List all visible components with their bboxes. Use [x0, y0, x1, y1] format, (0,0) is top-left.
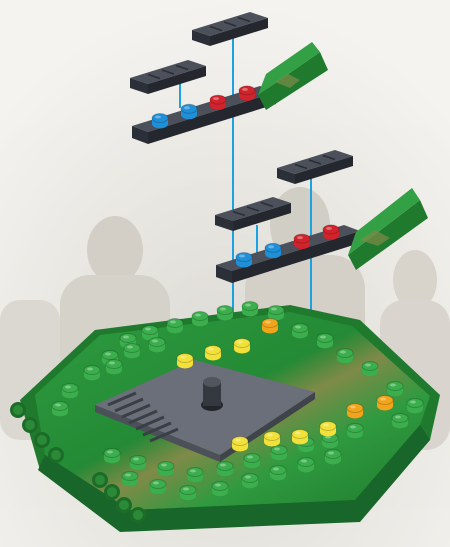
plate-stud	[236, 253, 252, 268]
green-stud	[150, 480, 166, 495]
green-stud	[158, 462, 174, 477]
center-peg	[201, 377, 223, 411]
yellow-stud	[232, 437, 248, 452]
plate-stud	[239, 86, 255, 101]
green-stud	[62, 384, 78, 399]
green-stud	[387, 382, 403, 397]
green-stud	[212, 482, 228, 497]
green-stud	[217, 462, 233, 477]
green-stud	[167, 319, 183, 334]
yellow-stud	[234, 339, 250, 354]
side-stud	[34, 432, 50, 448]
side-stud	[92, 472, 108, 488]
green-stud	[242, 302, 258, 317]
green-stud	[317, 334, 333, 349]
side-stud	[22, 417, 38, 433]
green-stud	[124, 344, 140, 359]
green-stud	[180, 486, 196, 501]
plate-stud	[210, 95, 226, 110]
green-stud	[122, 472, 138, 487]
orange-stud	[262, 319, 278, 334]
green-stud	[337, 349, 353, 364]
yellow-stud	[177, 354, 193, 369]
yellow-stud	[292, 430, 308, 445]
green-stud	[52, 402, 68, 417]
green-stud	[187, 468, 203, 483]
green-stud	[242, 474, 258, 489]
green-stud	[271, 446, 287, 461]
side-stud	[130, 507, 146, 523]
green-stud	[270, 466, 286, 481]
green-stud	[192, 312, 208, 327]
plate-stud	[265, 243, 281, 258]
yellow-stud	[264, 432, 280, 447]
green-stud	[292, 324, 308, 339]
orange-stud	[377, 396, 393, 411]
side-stud	[10, 402, 26, 418]
green-stud	[325, 450, 341, 465]
side-stud	[116, 497, 132, 513]
yellow-stud	[205, 346, 221, 361]
orange-stud	[347, 404, 363, 419]
green-stud	[298, 458, 314, 473]
plate-stud	[323, 225, 339, 240]
green-stud	[362, 362, 378, 377]
green-stud	[106, 360, 122, 375]
plate-stud	[181, 104, 197, 119]
plate-stud	[152, 114, 168, 129]
side-stud	[104, 484, 120, 500]
green-stud	[407, 399, 423, 414]
green-stud	[149, 338, 165, 353]
green-stud	[217, 306, 233, 321]
green-stud	[84, 366, 100, 381]
yellow-stud	[320, 422, 336, 437]
side-stud	[48, 447, 64, 463]
green-stud	[104, 449, 120, 464]
green-stud	[347, 424, 363, 439]
green-stud	[244, 454, 260, 469]
green-stud	[130, 456, 146, 471]
plate-stud	[294, 234, 310, 249]
green-stud	[392, 414, 408, 429]
